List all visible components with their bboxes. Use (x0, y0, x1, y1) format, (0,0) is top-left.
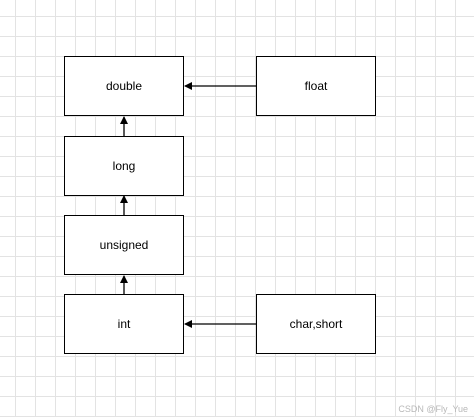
node-float[interactable]: float (256, 56, 376, 116)
node-long-label: long (112, 159, 136, 173)
node-double-label: double (105, 79, 143, 93)
node-char-short-label: char,short (289, 317, 343, 331)
node-double[interactable]: double (64, 56, 184, 116)
watermark-text: CSDN @Fly_Yue (398, 404, 468, 414)
node-unsigned[interactable]: unsigned (64, 215, 184, 275)
node-char-short[interactable]: char,short (256, 294, 376, 354)
node-float-label: float (304, 79, 328, 93)
node-long[interactable]: long (64, 136, 184, 196)
node-int[interactable]: int (64, 294, 184, 354)
node-unsigned-label: unsigned (99, 238, 149, 252)
node-int-label: int (117, 317, 131, 331)
